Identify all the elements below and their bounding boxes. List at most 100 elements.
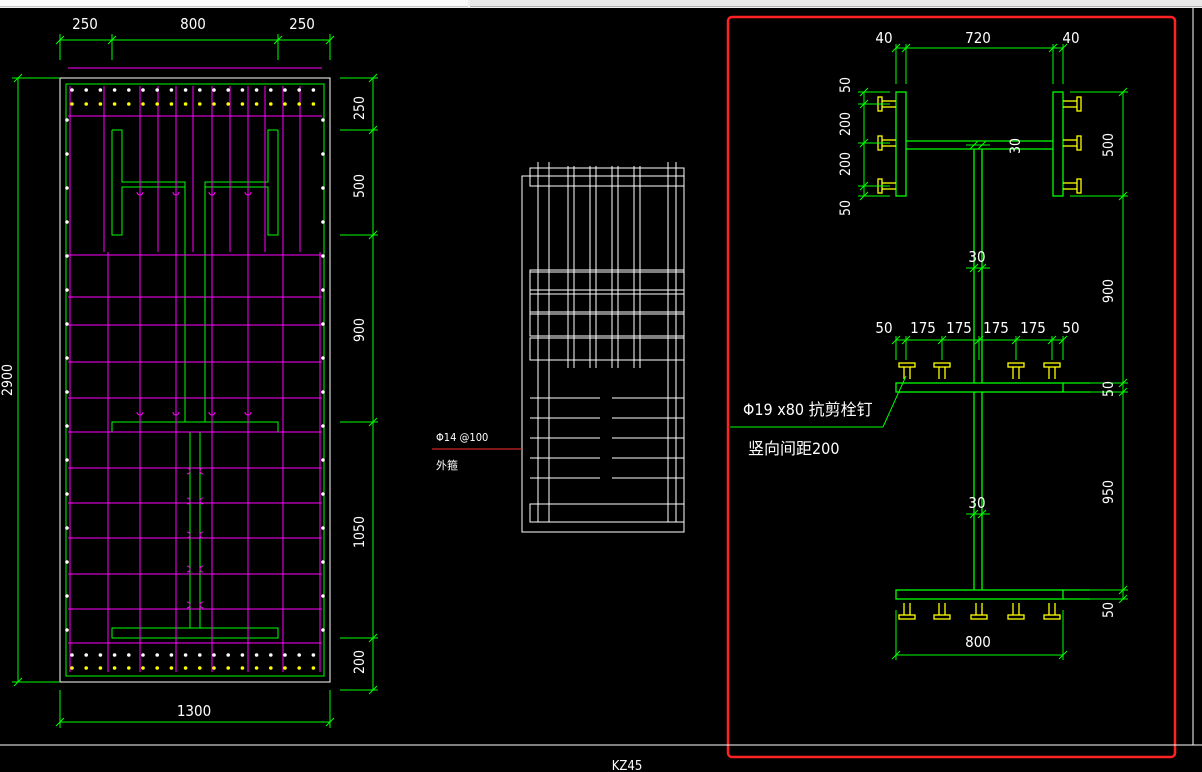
rebar-dot [183, 88, 188, 92]
rebar-dot [321, 152, 325, 156]
stud-head [970, 614, 988, 620]
dim-tick [1047, 335, 1057, 345]
shear-stud [1007, 362, 1025, 379]
rebar-dot [70, 653, 74, 657]
rebar-dot [240, 666, 245, 670]
rebar-dot [112, 653, 117, 657]
rebar-dot [240, 88, 245, 92]
rebar-dot [311, 102, 316, 106]
mid-flange-dim-6: 50 [1062, 319, 1079, 337]
dim-tick [901, 43, 911, 53]
dim-tick [368, 685, 378, 695]
drawing-tab-inactive[interactable] [470, 0, 1202, 7]
rebar-dot [183, 102, 188, 106]
dim-tick [1048, 43, 1058, 53]
flange-dim-4: 50 [838, 200, 854, 216]
rebar-dot [198, 666, 202, 670]
rebar-dot [198, 653, 202, 657]
rebar-dot [321, 220, 325, 224]
selection-highlight-box[interactable] [726, 15, 1177, 759]
rebar-dot [65, 390, 69, 394]
dim-tick [1118, 585, 1128, 595]
stud-head [1043, 614, 1061, 620]
right-top-dim-1: 40 [875, 29, 892, 47]
shear-stud [933, 603, 951, 620]
rebar-dot [321, 322, 325, 326]
dim-tick [969, 263, 979, 273]
rebar-dot [183, 653, 188, 657]
web-thickness-low: 30 [968, 494, 985, 512]
rebar-dot [321, 628, 325, 632]
rebar-dot [70, 666, 74, 670]
shear-stud [970, 603, 988, 620]
rebar-note: 外箍 [436, 458, 458, 472]
rebar-dot [311, 666, 316, 670]
rebar-dot [321, 458, 325, 462]
rebar-dot [269, 666, 273, 670]
rebar-dot [169, 666, 174, 670]
rebar-dot [283, 88, 287, 92]
rebar-hook [136, 191, 144, 196]
stud-head [933, 614, 951, 620]
web-thickness-mid: 30 [968, 248, 985, 266]
rebar-dot [65, 356, 69, 360]
dim-tick [891, 650, 901, 660]
stud-head [1043, 362, 1061, 368]
rebar-dot [65, 254, 69, 258]
dim-tick [1058, 650, 1068, 660]
right-top-dim-2: 720 [965, 29, 991, 47]
rebar-hook [172, 191, 180, 196]
dim-tick [325, 35, 335, 45]
stud-head [898, 614, 916, 620]
dim-tick [107, 35, 117, 45]
stud-head [1076, 135, 1082, 151]
rebar-dot [321, 118, 325, 122]
rebar-dot [98, 653, 103, 657]
rebar-hook [186, 565, 191, 573]
dim-tick [13, 73, 23, 83]
left-right-dim-4: 1050 [352, 516, 368, 548]
rebar-dot [65, 288, 69, 292]
dim-tick [1058, 43, 1068, 53]
dim-tick [325, 717, 335, 727]
rebar-dot [65, 492, 69, 496]
dim-tick [368, 230, 378, 240]
rebar-dot [112, 102, 117, 106]
rebar-dot [212, 666, 216, 670]
right-mid-flange [895, 382, 1064, 393]
left-inner-frame [65, 83, 325, 677]
rebar-dot [240, 102, 245, 106]
column-section-left: 250 800 250 2900 1300 250 500 900 1050 2… [0, 15, 378, 728]
right-top-right-flange [1052, 91, 1064, 197]
drawing-tab[interactable] [0, 0, 468, 7]
rebar-hook [172, 411, 180, 416]
dim-tick [1118, 87, 1128, 97]
rebar-dot [321, 390, 325, 394]
cad-canvas[interactable]: 250 800 250 2900 1300 250 500 900 1050 2… [0, 8, 1202, 772]
rebar-dot [65, 186, 69, 190]
rebar-dot [321, 492, 325, 496]
right-side-dim-5: 50 [1101, 602, 1117, 618]
hoop-outer [521, 175, 685, 533]
dim-tick [1118, 387, 1128, 397]
rebar-dot [226, 102, 230, 106]
rebar-dot [98, 666, 103, 670]
dim-tick [859, 138, 869, 148]
rebar-dot [98, 102, 103, 106]
dim-tick [901, 335, 911, 345]
stud-head [1007, 614, 1025, 620]
dim-tick [859, 181, 869, 191]
hoop-tie [529, 289, 685, 313]
stud-leader-slant [882, 375, 907, 428]
left-dimensions [12, 34, 378, 728]
rebar-dot [198, 88, 202, 92]
rebar-dot [297, 653, 302, 657]
rebar-dot [84, 653, 88, 657]
rebar-dot [311, 653, 316, 657]
dim-tick [1118, 191, 1128, 201]
flange-dim-1: 50 [838, 77, 854, 93]
left-right-dim-1: 250 [352, 96, 368, 120]
dim-tick [55, 35, 65, 45]
left-right-dim-5: 200 [352, 650, 368, 674]
rebar-dot [141, 88, 145, 92]
